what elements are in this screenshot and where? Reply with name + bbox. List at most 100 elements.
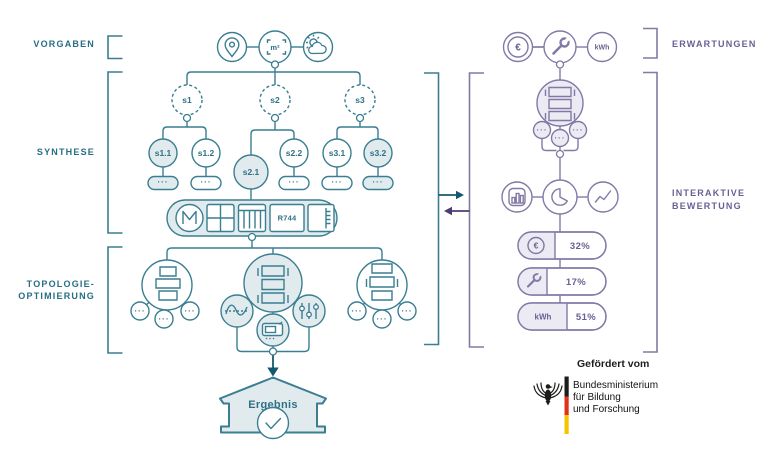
svg-text:kWh: kWh: [595, 45, 610, 52]
compressor-icon: [175, 203, 204, 233]
synthesis-tree: s1 s2 s3 s1.1 ··· s1.2 ··· s2.1: [147, 68, 394, 200]
topology-optimization: ··· ··· ··· ··· ··· ···: [130, 240, 417, 356]
connector-dot: [555, 60, 565, 69]
topology-left: ··· ··· ···: [130, 259, 200, 329]
topology-stack-icon-purple: [544, 86, 576, 122]
metric-pill-costs: € 32%: [517, 231, 607, 260]
cabinet-icon: [307, 203, 335, 233]
result-arrowhead: [267, 367, 279, 377]
topology-center: [220, 253, 326, 347]
variant-node-s12: s1.2 ···: [190, 138, 222, 191]
refrigerant-cell: R744: [269, 203, 305, 233]
sine-wave-icon: [220, 294, 254, 328]
bewertung-label-line1: INTERAKTIVE: [672, 188, 745, 198]
ellipsis: ···: [185, 307, 196, 316]
sliders-icon: [292, 294, 326, 328]
topologie-label-line2: OPTIMIERUNG: [18, 291, 95, 301]
line-chart-icon: [587, 181, 619, 213]
check-circle: [256, 406, 290, 440]
forward-arrowhead: [456, 190, 464, 200]
area-unit-label: m²: [270, 43, 280, 52]
synthese-label: SYNTHESE: [37, 147, 95, 157]
connector-dot: [270, 60, 280, 69]
svg-text:s3.2: s3.2: [370, 148, 387, 158]
vorgaben-icons: m²: [216, 30, 544, 69]
result-label: Ergebnis: [248, 399, 297, 411]
exchange-brackets: [424, 72, 484, 348]
kwh-text: kWh: [535, 313, 552, 322]
svg-text:s2.2: s2.2: [286, 148, 303, 158]
funded-by-label: Gefördert vom: [577, 358, 649, 370]
expectations-row: € kWh ERWARTUNGEN: [502, 27, 755, 69]
ellipsis: ···: [373, 178, 384, 187]
refrigerant-label: R744: [278, 214, 297, 223]
ellipsis: ···: [158, 178, 169, 187]
ellipsis: ···: [555, 134, 566, 143]
heat-exchanger-stack-icon: [257, 265, 289, 304]
ellipsis: ···: [332, 178, 343, 187]
vorgaben-bracket: [107, 35, 123, 60]
right-open-bracket: [468, 72, 484, 348]
german-flag-bar: [564, 376, 569, 434]
wrench-icon: [543, 30, 577, 64]
radiator-icon: [237, 203, 267, 233]
result-group: Ergebnis: [219, 355, 327, 440]
left-section-labels: VORGABEN SYNTHESE TOPOLOGIE- OPTIMIERUNG: [18, 35, 123, 354]
variant-node-s31: s3.1 ···: [321, 138, 353, 191]
left-close-bracket: [424, 72, 440, 346]
metric-value: 51%: [576, 312, 596, 323]
metric-pill-effort: 17%: [517, 267, 607, 296]
controller-icon: [256, 313, 290, 347]
kwh-icon: kWh: [586, 31, 618, 63]
connector-dot: [268, 347, 278, 356]
svg-text:s2: s2: [270, 95, 280, 105]
ellipsis: ···: [573, 126, 584, 135]
ellipsis: ···: [402, 307, 413, 316]
scenario-node-s2: s2: [259, 84, 291, 123]
svg-text:€: €: [515, 43, 521, 54]
area-icon: m²: [258, 30, 292, 64]
ellipsis: ···: [289, 178, 300, 187]
scenario-node-s3: s3: [344, 84, 376, 123]
interactive-evaluation: ··· ··· ···: [501, 68, 745, 353]
svg-text:s1.1: s1.1: [155, 148, 172, 158]
variant-node-s11: s1.1 ···: [147, 138, 179, 191]
vorgaben-label: VORGABEN: [33, 39, 95, 49]
scenario-node-s1: s1: [171, 84, 203, 123]
window-icon: [206, 203, 235, 233]
svg-text:€: €: [534, 241, 539, 251]
funding-footer: Gefördert vom Bundesministerium für Bild…: [533, 358, 658, 434]
metric-pill-energy: kWh 51%: [517, 302, 607, 331]
ellipsis: ···: [352, 307, 363, 316]
wrench-icon: [526, 272, 543, 288]
variant-node-s22: s2.2 ···: [278, 138, 310, 191]
svg-text:s3.1: s3.1: [329, 148, 346, 158]
ellipsis: ···: [159, 315, 170, 324]
svg-text:s1.2: s1.2: [198, 148, 215, 158]
component-row: R744: [166, 199, 338, 242]
euro-icon: €: [502, 31, 534, 63]
variant-node-s21: s2.1: [233, 154, 269, 190]
ministry-line3: und Forschung: [573, 404, 640, 415]
svg-text:s1: s1: [182, 95, 192, 105]
pie-chart-icon: [542, 179, 578, 215]
metric-value: 32%: [570, 241, 590, 252]
ellipsis: ···: [377, 315, 388, 324]
bewertung-bracket: [643, 71, 658, 353]
metric-value: 17%: [566, 277, 586, 288]
topology-stack-icon: [155, 266, 181, 301]
topologie-label-line1: TOPOLOGIE-: [27, 279, 95, 289]
svg-text:s3: s3: [355, 95, 365, 105]
ellipsis: ···: [135, 307, 146, 316]
svg-text:s2.1: s2.1: [243, 167, 260, 177]
ministry-line2: für Bildung: [573, 392, 621, 403]
connector-dot: [247, 232, 257, 242]
weather-icon: [302, 31, 334, 63]
synthese-bracket: [107, 71, 123, 234]
connector-dot: [555, 149, 565, 159]
topology-right: ··· ··· ···: [347, 259, 417, 329]
euro-icon: €: [527, 236, 545, 255]
federal-eagle-icon: [533, 382, 563, 406]
topology-machine-icon: [365, 263, 399, 301]
